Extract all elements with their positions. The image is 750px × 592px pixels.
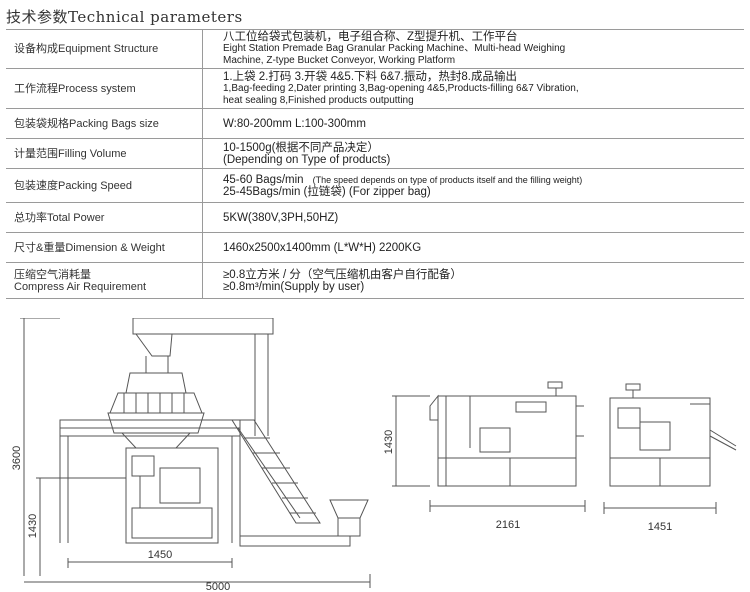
side-dimensions [392,395,586,512]
dim-side-height: 1430 [383,430,395,454]
row-label: 总功率Total Power [6,202,203,233]
table-row: 计量范围Filling Volume 10-1500g(根据不同产品决定） (D… [6,138,744,169]
row-value-line: 45-60 Bags/min [223,173,304,186]
row-value-line: ≥0.8m³/min(Supply by user) [223,280,365,293]
table-row: 总功率Total Power 5KW(380V,3PH,50HZ) [6,202,744,233]
table-row: 包装速度Packing Speed 45-60 Bags/min (The sp… [6,168,744,203]
row-label-en: Compress Air Requirement [14,280,147,293]
end-view [609,383,737,487]
row-label: 包装袋规格Packing Bags size [6,108,203,139]
row-value-line: 10-1500g(根据不同产品决定） [223,141,379,154]
row-value-line: 1460x2500x1400mm (L*W*H) 2200KG [202,232,744,263]
end-dimensions [603,502,717,514]
dim-height-total: 3600 [11,446,23,470]
row-value-line: 1.上袋 2.打码 3.开袋 4&5.下料 6&7.振动，热封8.成品输出 [223,70,517,83]
row-value-line: heat sealing 8,Finished products outputt… [223,94,414,106]
dim-end-width: 1451 [648,521,672,533]
page-title: 技术参数Technical parameters [6,8,243,26]
dim-side-width: 2161 [496,519,520,531]
table-row: 压缩空气消耗量 Compress Air Requirement ≥0.8立方米… [6,262,744,299]
row-label: 尺寸&重量Dimension & Weight [6,232,203,263]
row-value-line: 5KW(380V,3PH,50HZ) [202,202,744,233]
row-value-line: ≥0.8立方米 / 分（空气压缩机由客户自行配备） [223,268,462,281]
table-row: 包装袋规格Packing Bags size W:80-200mm L:100-… [6,108,744,139]
row-label: 设备构成Equipment Structure [6,29,203,69]
row-label: 包装速度Packing Speed [6,168,203,203]
row-label: 压缩空气消耗量 [14,268,91,281]
dim-width-total: 5000 [206,581,230,592]
row-label: 计量范围Filling Volume [6,138,203,169]
table-row: 工作流程Process system 1.上袋 2.打码 3.开袋 4&5.下料… [6,68,744,109]
row-value-line: 八工位给袋式包装机，电子组合称、Z型提升机、工作平台 [223,31,518,43]
machine-drawing: 3600 1430 1450 5000 1430 2161 1451 [11,318,737,592]
row-value-line: Machine, Z-type Bucket Conveyor, Working… [223,55,456,66]
row-value-line: Eight Station Premade Bag Granular Packi… [223,43,566,54]
row-value-line: (Depending on Type of products) [223,153,391,166]
dim-height-base: 1430 [27,514,39,538]
table-row: 尺寸&重量Dimension & Weight 1460x2500x1400mm… [6,232,744,263]
dim-width-base: 1450 [148,549,172,561]
row-value-line: 25-45Bags/min (拉链袋) (For zipper bag) [223,185,431,198]
side-view [429,381,584,487]
row-label: 工作流程Process system [6,68,203,109]
front-view [59,318,369,547]
speed-note: (The speed depends on type of products i… [312,174,583,185]
table-row: 设备构成Equipment Structure 八工位给袋式包装机，电子组合称、… [6,29,744,69]
parameters-table: 设备构成Equipment Structure 八工位给袋式包装机，电子组合称、… [6,29,744,299]
front-dimensions [20,318,371,588]
row-value-line: W:80-200mm L:100-300mm [202,108,744,139]
row-value-line: 1,Bag-feeding 2,Dater printing 3,Bag-ope… [223,82,579,94]
